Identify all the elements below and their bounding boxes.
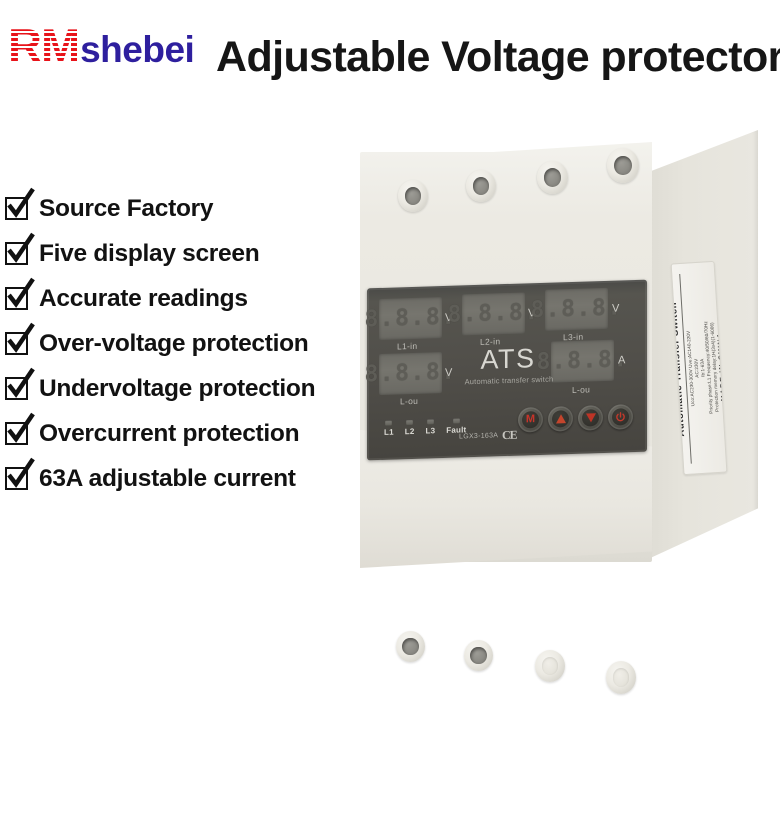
feature-label: Accurate readings: [39, 284, 248, 312]
display-l3-in: 8.8.8.: [530, 287, 623, 331]
feature-label: Over-voltage protection: [39, 329, 309, 357]
status-led-l1: L1: [384, 420, 394, 437]
display-value: 8.8.8.: [364, 303, 457, 333]
terminal-top-2: [466, 170, 496, 202]
m-button-icon: M: [522, 410, 539, 429]
status-led-l2: L2: [404, 419, 415, 437]
decrease-button[interactable]: [578, 404, 603, 431]
brand-logo: RM shebei: [6, 19, 195, 72]
terminal-bottom-1: [396, 631, 425, 662]
product-device: 8.8.8. V L1-in 8.8.8. V L2-in 8.8.8. V L…: [330, 112, 780, 694]
checkbox-checked-icon: [5, 412, 35, 445]
display-label: L-ou: [572, 384, 591, 395]
display-unit: V: [612, 302, 620, 315]
feature-label: 63A adjustable current: [39, 464, 296, 492]
display-l1-in: 8.8.8.: [364, 297, 457, 341]
list-item: 63A adjustable current: [0, 456, 350, 501]
led-label: L1: [384, 427, 394, 437]
terminal-bottom-3: [535, 650, 565, 682]
led-indicator-icon: [385, 420, 393, 426]
arrow-up-icon: [552, 410, 569, 428]
led-indicator-icon: [406, 419, 414, 426]
led-label: L2: [404, 426, 415, 437]
list-item: Undervoltage protection: [0, 366, 350, 411]
checkbox-checked-icon: [5, 187, 35, 220]
terminal-top-3: [537, 161, 568, 194]
ce-mark-icon: CE: [502, 427, 517, 443]
control-button-group: M: [518, 404, 633, 433]
display-l2-in: 8.8.8.: [447, 292, 540, 336]
display-label: L1-in: [397, 340, 418, 352]
checkbox-checked-icon: [5, 322, 35, 355]
m-glyph: M: [525, 413, 536, 426]
power-icon: [612, 408, 629, 426]
feature-list: Source Factory Five display screen Accur…: [0, 186, 350, 501]
logo-text-shebei: shebei: [80, 29, 195, 70]
feature-label: Source Factory: [39, 194, 214, 222]
display-panel: 8.8.8. V L1-in 8.8.8. V L2-in 8.8.8. V L…: [364, 279, 647, 461]
checkbox-checked-icon: [5, 457, 35, 490]
status-led-group: L1 L2 L3 Fault: [384, 418, 466, 437]
led-label: L3: [425, 426, 436, 436]
page-title: Adjustable Voltage protector: [216, 33, 780, 81]
mode-button[interactable]: M: [518, 406, 543, 433]
list-item: Source Factory: [0, 186, 350, 231]
list-item: Over-voltage protection: [0, 321, 350, 366]
brand-label: ATS: [480, 343, 536, 375]
increase-button[interactable]: [548, 405, 573, 432]
checkbox-checked-icon: [5, 232, 35, 265]
display-label: L-ou: [400, 395, 419, 407]
checkbox-checked-icon: [5, 277, 35, 310]
display-unit: V: [445, 366, 453, 379]
logo-text-rm: RM: [6, 19, 81, 72]
terminal-top-4: [607, 148, 639, 183]
power-button[interactable]: [608, 404, 633, 430]
checkbox-checked-icon: [5, 367, 35, 400]
display-l-out-voltage: 8.8.8.: [364, 352, 457, 396]
display-value: 8.8.8.: [530, 294, 623, 324]
model-number: LGX3-163A: [459, 432, 499, 441]
terminal-bottom-2: [464, 640, 493, 671]
feature-label: Undervoltage protection: [39, 374, 316, 402]
terminal-top-1: [398, 180, 428, 212]
list-item: Accurate readings: [0, 276, 350, 321]
arrow-down-icon: [582, 409, 599, 427]
feature-label: Five display screen: [39, 239, 260, 267]
list-item: Five display screen: [0, 231, 350, 276]
led-indicator-icon: [426, 419, 434, 425]
display-unit: A: [618, 354, 626, 367]
status-led-l3: L3: [425, 419, 436, 436]
led-indicator-icon: [452, 418, 460, 424]
list-item: Overcurrent protection: [0, 411, 350, 456]
display-value: 8.8.8.: [447, 298, 540, 328]
terminal-bottom-4: [606, 661, 636, 694]
page-header: RM shebei Adjustable Voltage protector: [0, 0, 780, 110]
brand-subtitle: Automatic transfer switch: [464, 374, 554, 387]
display-value: 8.8.8.: [364, 358, 457, 388]
feature-label: Overcurrent protection: [39, 419, 300, 447]
